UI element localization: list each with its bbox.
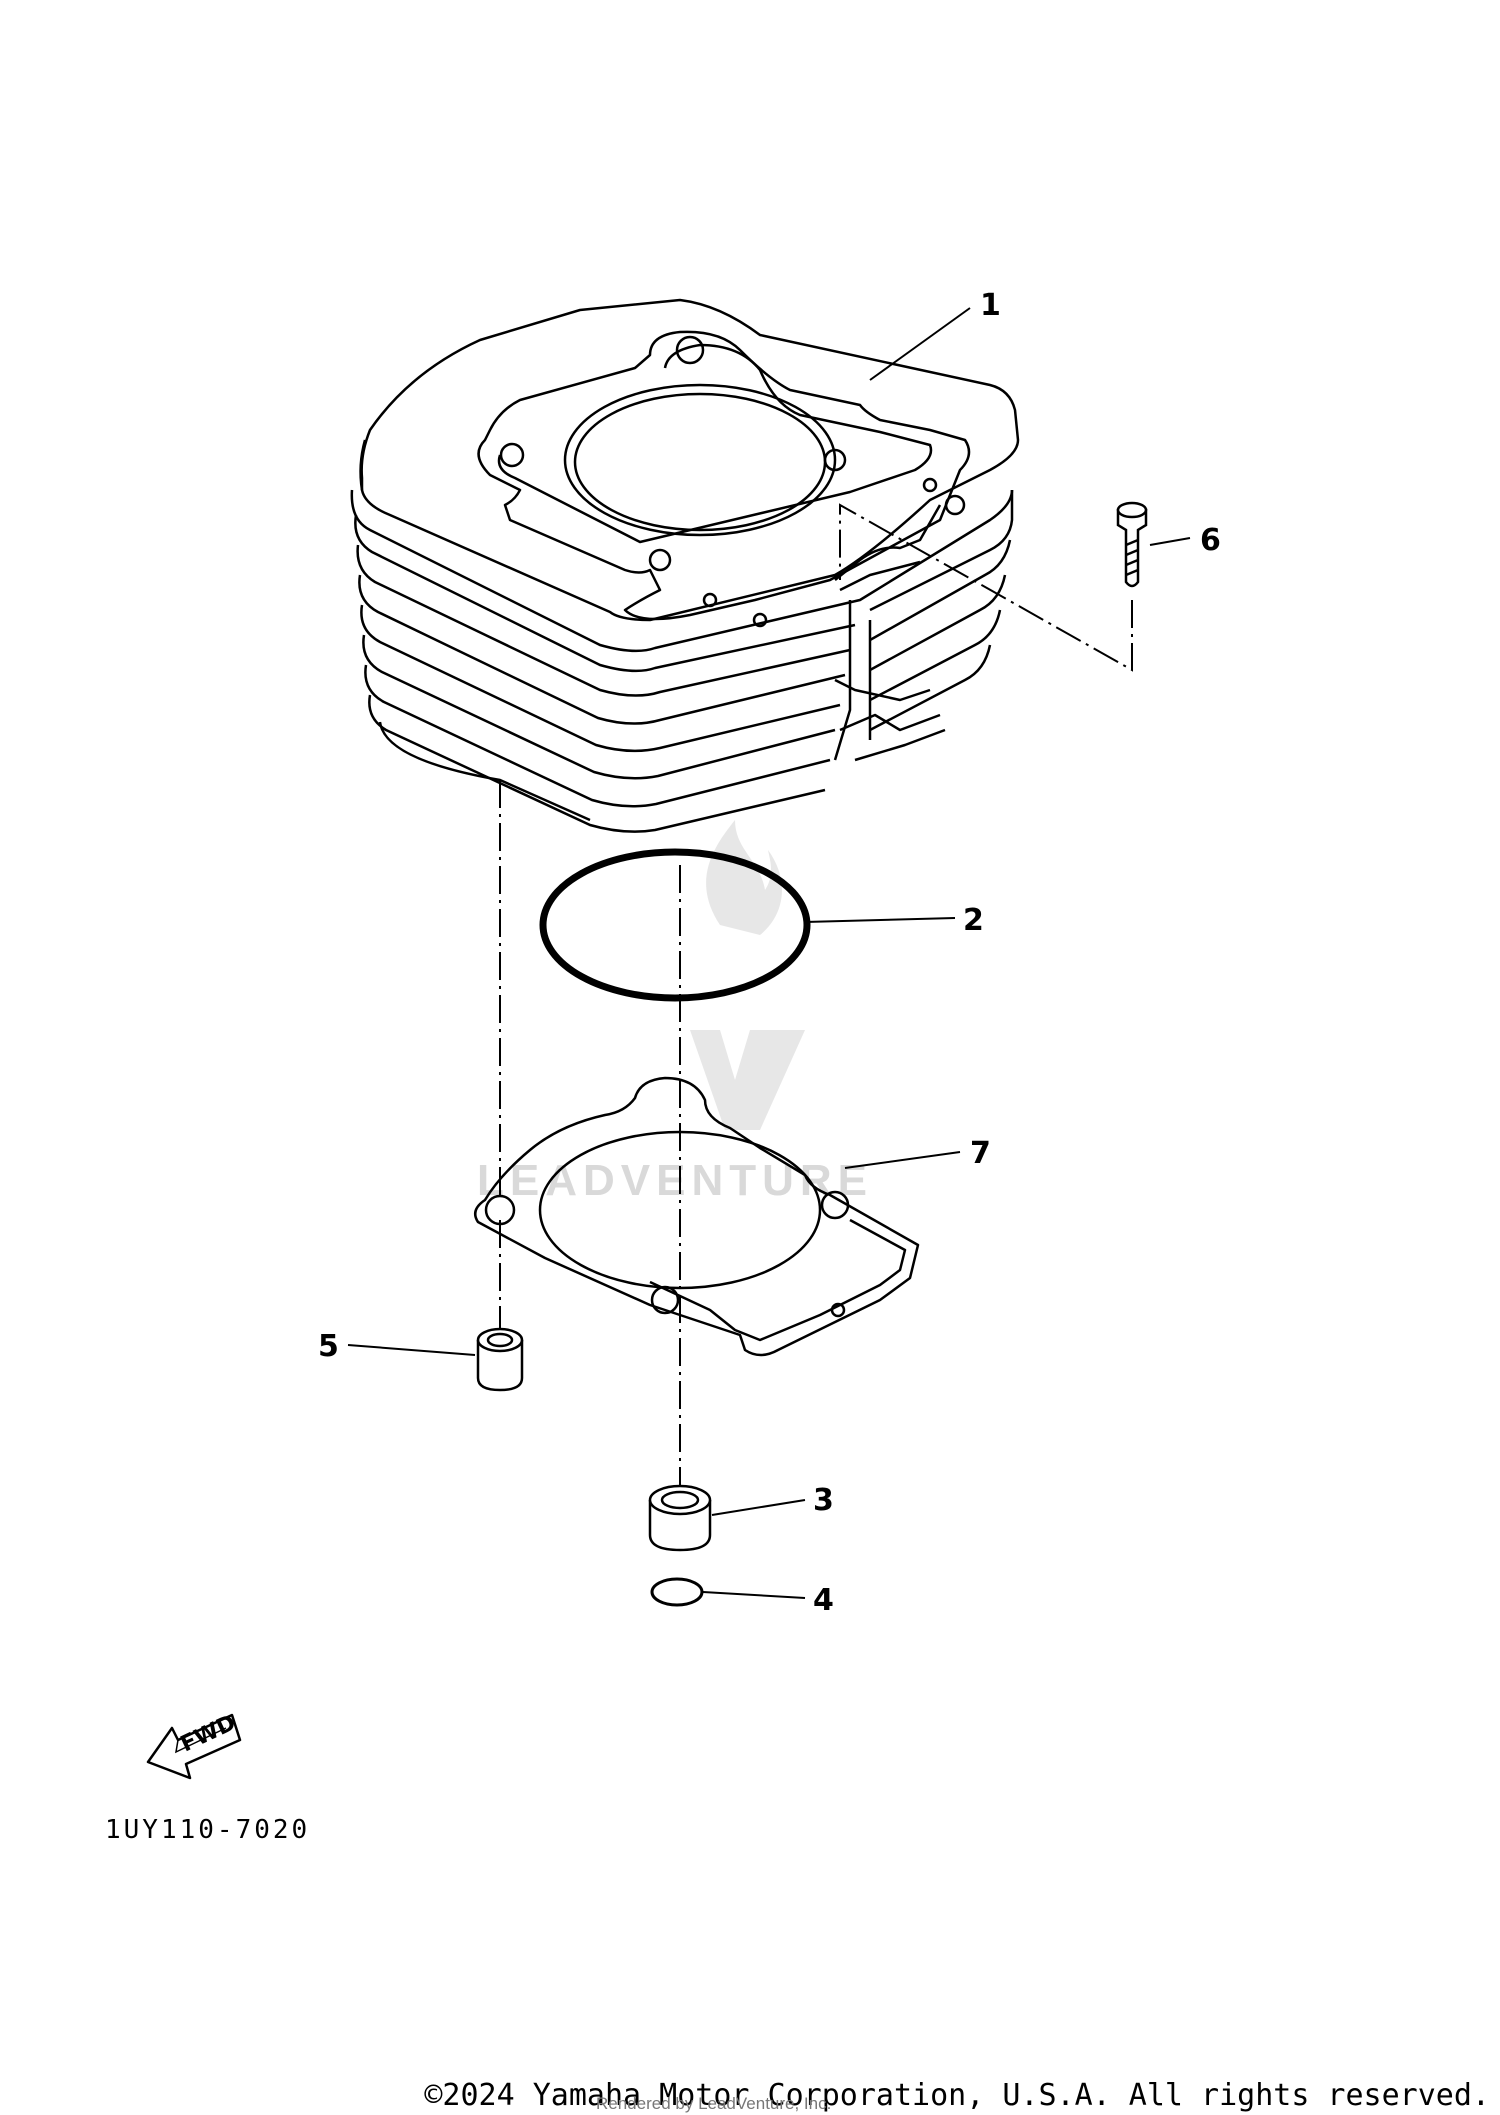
callout-1: 1 — [980, 288, 1001, 323]
callout-5: 5 — [318, 1329, 339, 1364]
copyright-notice: ©2024 Yamaha Motor Corporation, U.S.A. A… — [424, 2078, 1490, 2113]
watermark-logo — [690, 820, 805, 1130]
callout-2: 2 — [963, 903, 984, 938]
watermark-text: LEADVENTURE — [477, 1156, 873, 1205]
callout-7: 7 — [970, 1136, 991, 1171]
small-o-ring-drawing — [650, 1577, 704, 1607]
fwd-arrow-icon: FWD — [146, 1710, 242, 1780]
callout-4: 4 — [813, 1583, 834, 1618]
o-ring-drawing — [539, 848, 811, 1002]
rendered-by-credit: Rendered by LeadVenture, Inc. — [596, 2094, 832, 2113]
assembly-lines — [499, 503, 1133, 1485]
dowel-pin-5-drawing — [476, 1327, 524, 1392]
callout-3: 3 — [813, 1483, 834, 1518]
diagram-code: 1UY110-7020 — [105, 1815, 310, 1845]
leader-lines — [347, 307, 1191, 1599]
cylinder-drawing — [350, 298, 1020, 833]
bolt-drawing — [1116, 501, 1148, 588]
callout-6: 6 — [1200, 523, 1221, 558]
base-gasket-drawing — [473, 1076, 920, 1357]
dowel-pin-3-drawing — [648, 1484, 712, 1552]
